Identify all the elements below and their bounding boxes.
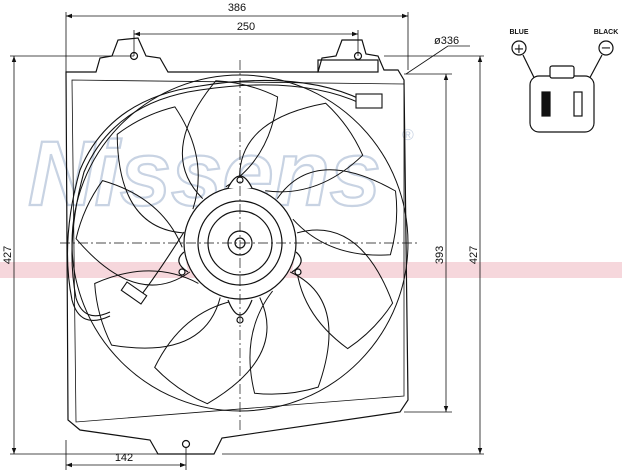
- wire-connector-plug: [355, 93, 383, 109]
- dimension-arrowhead: [443, 74, 449, 80]
- dimension-arrowhead: [443, 406, 449, 412]
- dimension-arrowhead: [66, 13, 72, 19]
- dim-label-top-mount: 250: [237, 21, 255, 33]
- fan-blade: [276, 169, 398, 256]
- pin-right-symbol: −: [601, 41, 612, 56]
- dim-label-top-overall: 386: [228, 2, 246, 14]
- watermark: Nissens ®: [0, 122, 622, 278]
- wire-motor-lead: [141, 231, 185, 295]
- fan-blade: [75, 180, 191, 286]
- dimension-arrows: [11, 13, 483, 468]
- pin-right-label: BLACK: [594, 29, 619, 36]
- motor-bracket-left: [178, 251, 189, 273]
- dimension-arrowhead: [402, 13, 408, 19]
- connector-latch: [549, 65, 575, 79]
- pin-left-label: BLUE: [509, 29, 528, 36]
- centre-lines: [60, 60, 420, 430]
- motor-bolt-right: [294, 268, 302, 276]
- dimension-arrowhead: [11, 56, 17, 62]
- dimension-arrowhead: [66, 462, 72, 468]
- dimension-arrowhead: [477, 56, 483, 62]
- fan-blade: [295, 229, 394, 350]
- fan-blade: [154, 297, 268, 405]
- wire-upper-inner: [71, 84, 363, 317]
- connector-body: [529, 75, 595, 133]
- dimension-arrowhead: [134, 31, 140, 37]
- dim-label-right-inner: 393: [434, 246, 446, 264]
- wire-upper: [67, 79, 363, 321]
- dim-label-right-outer: 427: [468, 246, 480, 264]
- motor-bracket-right: [291, 251, 302, 273]
- pin-left-symbol: +: [514, 42, 525, 57]
- dim-label-diameter: ø336: [434, 35, 459, 47]
- dim-line-diameter-leader: [405, 45, 449, 75]
- wire-clip: [120, 281, 148, 305]
- fan-blade: [249, 271, 330, 395]
- dimension-arrowhead: [11, 448, 17, 454]
- connector-pin-right: [573, 91, 583, 117]
- wiring-harness: [67, 79, 383, 321]
- dimension-arrowhead: [180, 462, 186, 468]
- dim-label-left-height: 427: [2, 246, 14, 264]
- dimension-lines: [10, 12, 484, 470]
- fan-blade: [94, 270, 221, 349]
- connector-pin-left: [541, 91, 551, 117]
- shroud-tab: [317, 59, 379, 73]
- fan-blade: [116, 106, 199, 234]
- dimension-arrowhead: [352, 31, 358, 37]
- dim-label-bottom-offset: 142: [115, 452, 133, 464]
- mount-hole-bottom: [181, 439, 191, 449]
- pin-left-symbol-circle: [511, 40, 527, 56]
- dimension-arrowhead: [477, 448, 483, 454]
- motor-bolt-left: [178, 268, 186, 276]
- watermark-band: [0, 262, 622, 278]
- fan-blade: [181, 80, 279, 199]
- fan-blade: [239, 102, 364, 193]
- connector-pinout: BLUE BLACK + −: [509, 29, 619, 133]
- pin-right-symbol-circle: [598, 40, 614, 56]
